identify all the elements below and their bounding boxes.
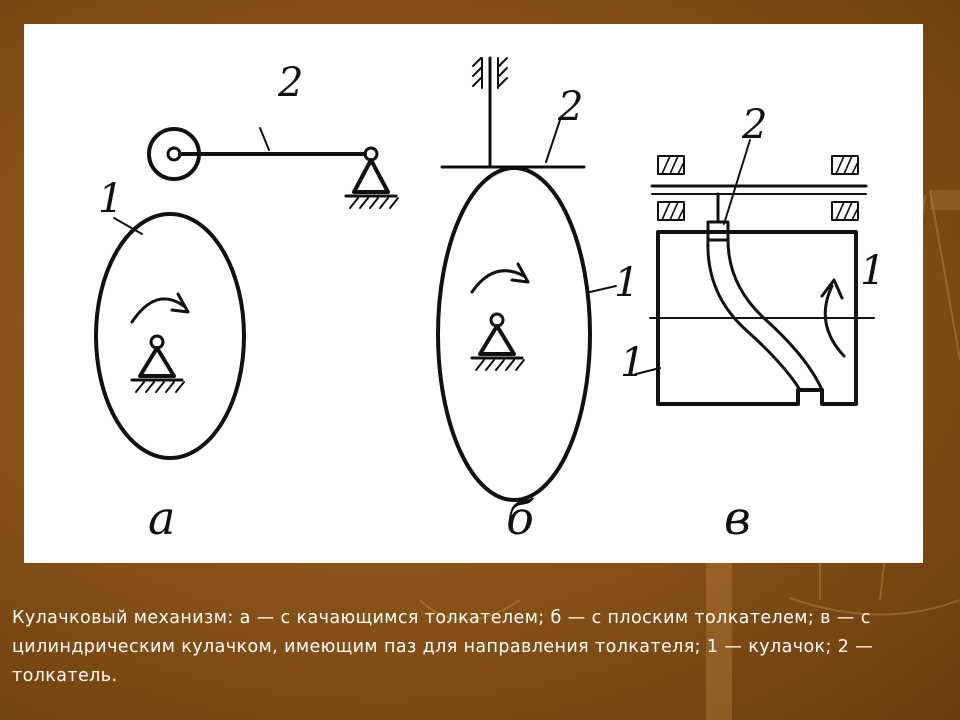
part-a-cam xyxy=(94,212,246,460)
part-v-groove xyxy=(706,238,802,392)
part-v-rotation-arrow xyxy=(823,284,846,358)
part-v-guide-hatch xyxy=(661,155,859,221)
part-b-flat-follower xyxy=(436,56,617,502)
part-a-ground-hatch-right xyxy=(349,197,399,209)
part-b-ground-hatch xyxy=(475,359,525,371)
label-b-follower-number: 2 xyxy=(557,84,583,130)
part-v-cylindrical-cam xyxy=(635,139,875,406)
part-label-b: б xyxy=(506,491,535,545)
cam-mechanism-figure: 1 2 2 1 2 1 1 а б в xyxy=(24,24,923,563)
part-label-v: в xyxy=(724,491,751,545)
label-a-follower-number: 2 xyxy=(277,60,303,106)
part-b-cam xyxy=(436,166,592,502)
figure-caption: Кулачковый механизм: а — с качающимся то… xyxy=(12,608,874,686)
cam-mechanisms-drawing: 1 2 2 1 2 1 1 а б в xyxy=(94,56,885,545)
label-b-cam-number: 1 xyxy=(614,260,639,306)
label-a-cam-number: 1 xyxy=(98,176,123,222)
part-a-ground-hatch-cam xyxy=(135,381,185,393)
part-b-guide-hatch xyxy=(472,57,508,87)
part-a-rocking-follower xyxy=(94,127,399,460)
label-v-cam-right-number: 1 xyxy=(860,248,885,294)
label-v-follower-number: 2 xyxy=(741,102,767,148)
part-a-rotation-arrow xyxy=(130,297,186,324)
part-b-rotation-arrow xyxy=(470,269,526,294)
label-v-cam-left-number: 1 xyxy=(620,340,645,386)
part-label-a: а xyxy=(148,491,175,545)
